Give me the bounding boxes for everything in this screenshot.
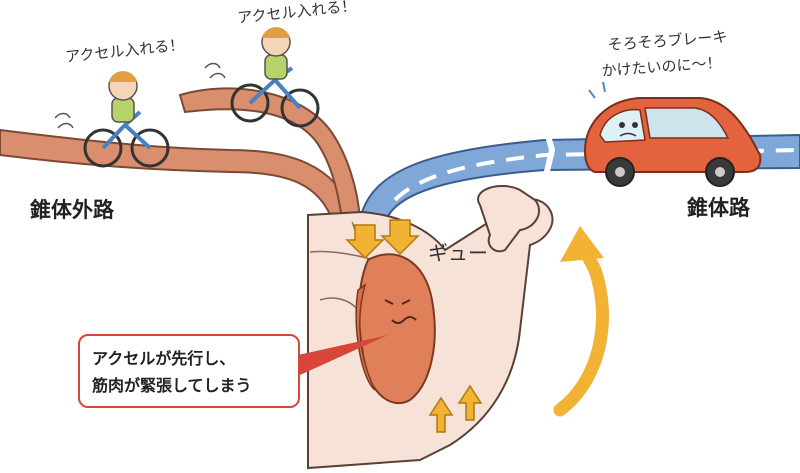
speech-car-line1: そろそろブレーキ (607, 28, 728, 54)
label-extrapyramidal: 錐体外路 (30, 198, 114, 222)
cyclist-1 (54, 71, 170, 168)
cyclist-2 (204, 27, 320, 128)
speech-cyclist-1: アクセル入れる！ (65, 36, 185, 66)
speech-cyclist-2: アクセル入れる！ (237, 0, 357, 27)
callout-line-2: 筋肉が緊張してしまう (92, 376, 252, 395)
speech-car-line2: かけたいのに〜！ (601, 54, 722, 80)
biceps-muscle (355, 253, 436, 405)
explanation-callout: アクセルが先行し、 筋肉が緊張してしまう (78, 334, 300, 408)
label-pyramidal: 錐体路 (687, 196, 750, 220)
callout-pointer (298, 335, 388, 375)
flexion-arrow (553, 226, 609, 417)
ascending-arrows (428, 384, 483, 433)
car (583, 81, 762, 187)
muscle-sound: ギュー (428, 241, 488, 265)
callout-line-1: アクセルが先行し、 (92, 349, 236, 368)
descending-arrows (345, 219, 420, 260)
